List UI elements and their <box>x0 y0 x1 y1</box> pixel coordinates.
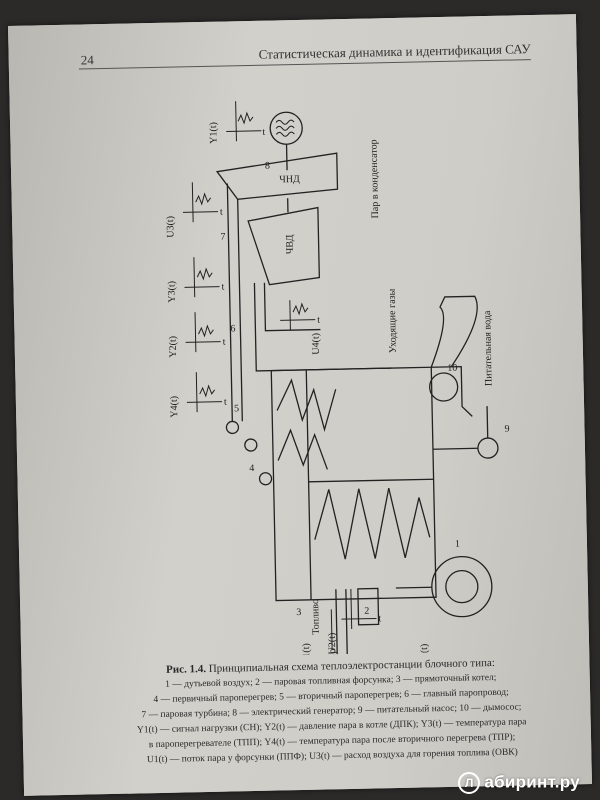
number-3: 3 <box>296 607 301 618</box>
labyrinth-logo-icon: Л <box>458 772 481 794</box>
number-8: 8 <box>265 161 270 172</box>
number-9: 9 <box>504 424 509 435</box>
signal-u3: U3(t) <box>165 216 176 238</box>
label-feed-water: Питательная вода <box>482 310 495 386</box>
label-chnd: ЧНД <box>279 174 300 185</box>
axis-t-u3: t <box>220 207 223 218</box>
signal-y1: Y1(t) <box>208 122 219 144</box>
number-5: 5 <box>234 403 239 414</box>
axis-t-y3: t <box>221 282 224 293</box>
number-6: 6 <box>230 323 235 334</box>
axis-t-u2: t <box>378 613 381 624</box>
axis-t-y1: t <box>262 127 265 138</box>
power-plant-schematic: ЧНД ЧВД Пар в конденсатор Уходящие газы … <box>165 101 510 660</box>
signal-u3-blower: U3(t) <box>419 644 430 660</box>
watermark-text: абиринт.ру <box>484 772 580 792</box>
signal-u1: U1(t) <box>301 643 312 659</box>
feed-pump <box>477 437 499 459</box>
number-7: 7 <box>220 232 225 243</box>
number-4: 4 <box>249 463 254 474</box>
caption-figure-number: Рис. 1.4. <box>165 663 207 676</box>
number-2: 2 <box>364 606 369 617</box>
label-steam: Пар <box>327 649 338 660</box>
page-number: 24 <box>80 52 94 68</box>
number-1: 1 <box>455 539 460 550</box>
smoke-exhauster <box>429 372 459 402</box>
axis-t-y4: t <box>224 397 227 408</box>
signal-u4: U4(t) <box>310 333 321 355</box>
label-steam-condenser: Пар в конденсатор <box>368 139 381 218</box>
book-page: 24 Статистическая динамика и идентификац… <box>7 14 593 796</box>
boiler-body <box>270 366 437 602</box>
lp-turbine <box>215 152 339 200</box>
signal-y4: Y4(t) <box>169 396 180 418</box>
generator-circle <box>269 111 303 145</box>
number-10: 10 <box>447 363 457 374</box>
hp-turbine <box>247 206 320 286</box>
label-chvd: ЧВД <box>284 234 295 254</box>
air-blower <box>431 556 493 618</box>
signal-u2: U2(t) <box>327 633 338 655</box>
label-fuel: Топливо <box>310 599 322 635</box>
signal-y3: Y3(t) <box>166 281 177 303</box>
label-exhaust-gases: Уходящие газы <box>387 288 399 353</box>
figure-caption: Рис. 1.4. Принципиальная схема теплоэлек… <box>111 655 551 769</box>
axis-t-u4: t <box>317 315 320 326</box>
signal-y2: Y2(t) <box>168 336 179 358</box>
axis-t-y2: t <box>223 337 226 348</box>
